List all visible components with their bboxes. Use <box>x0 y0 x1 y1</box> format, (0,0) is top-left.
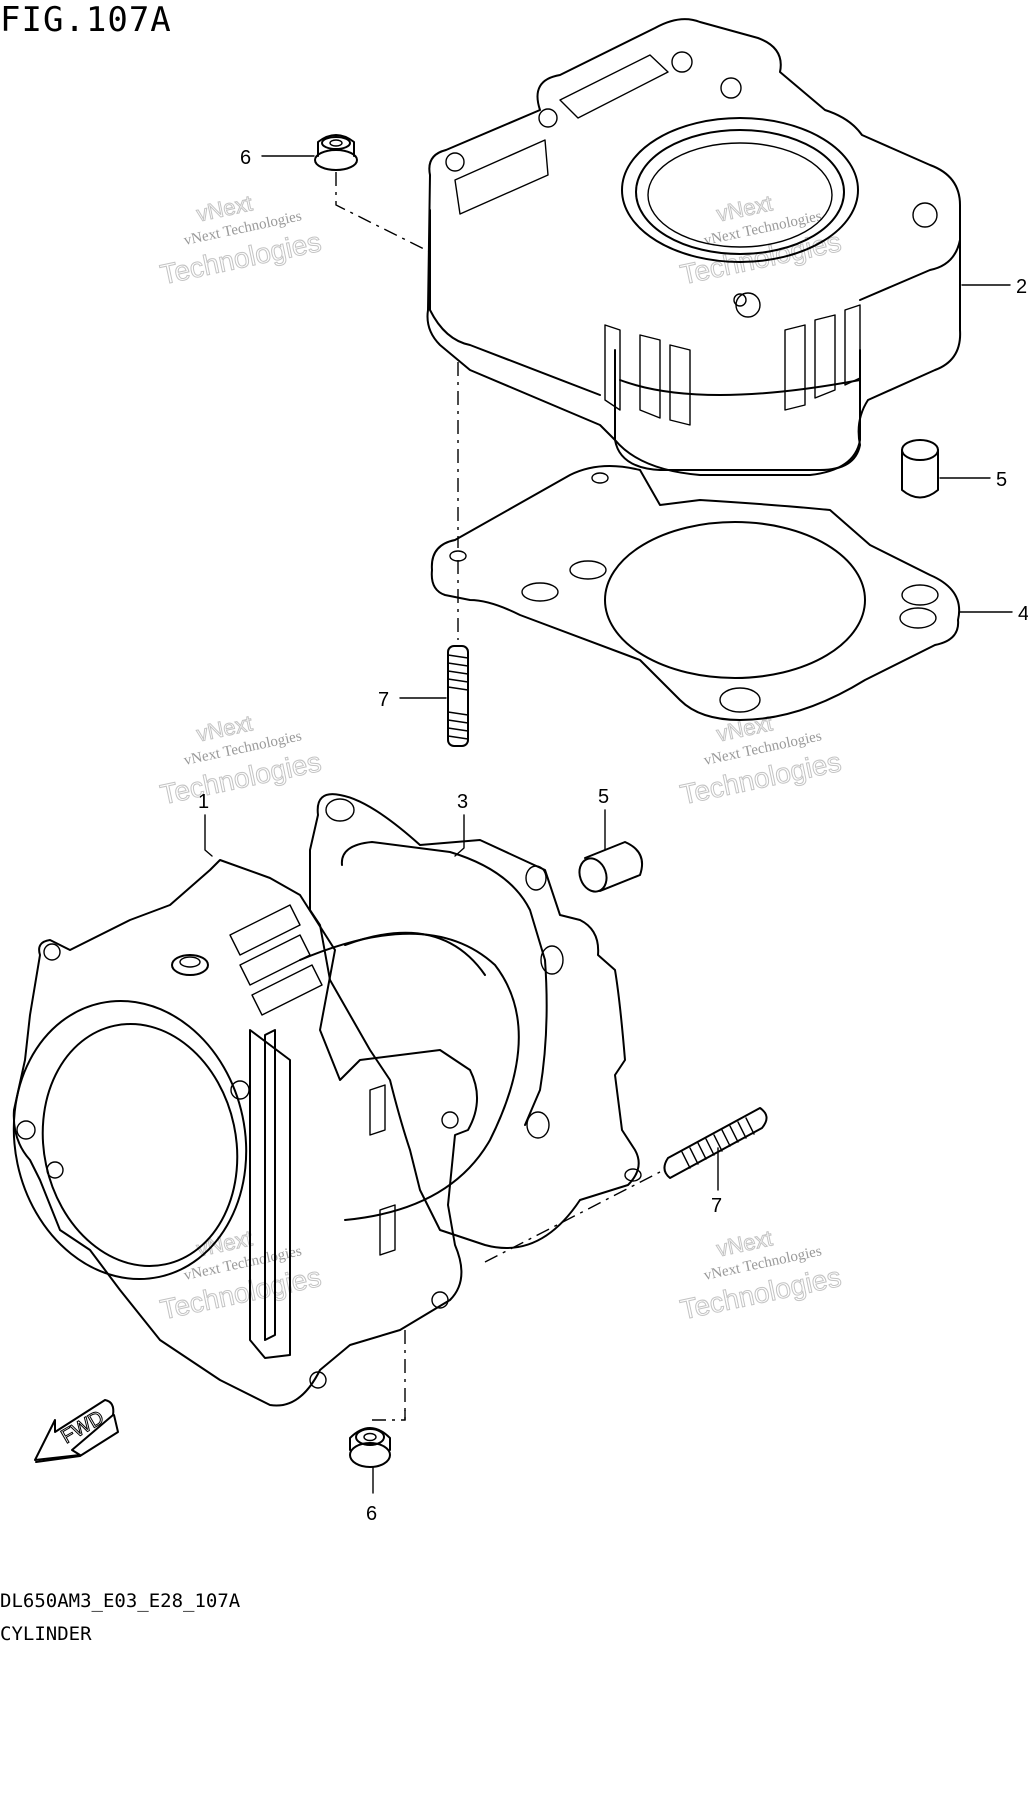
fwd-arrow-icon: FWD <box>34 1399 119 1463</box>
stud-bolt-top <box>447 645 469 747</box>
callout-4: 4 <box>1018 603 1028 625</box>
callout-6-bottom: 6 <box>366 1503 377 1525</box>
cylinder-base-gasket-top <box>430 465 961 721</box>
callout-5-right: 5 <box>996 469 1007 491</box>
flange-nut-bottom <box>349 1427 391 1468</box>
dowel-pin-middle <box>578 841 644 893</box>
diagram-code: DL650AM3_E03_E28_107A <box>0 1590 241 1612</box>
callout-6-top: 6 <box>240 147 251 169</box>
callout-7-left: 7 <box>378 689 389 711</box>
callout-7-right: 7 <box>711 1195 722 1217</box>
callout-2: 2 <box>1016 276 1027 298</box>
leader-line <box>204 814 213 857</box>
assembly-line <box>484 1171 661 1263</box>
assembly-line <box>370 1410 406 1421</box>
figure-title: FIG.107A <box>0 0 172 40</box>
assembly-line <box>335 172 431 253</box>
part-name: CYLINDER <box>0 1623 92 1645</box>
stud-bolt-bottom <box>663 1107 768 1179</box>
callout-3: 3 <box>457 791 468 813</box>
dowel-pin-right <box>901 439 939 499</box>
callout-5-mid: 5 <box>598 786 609 808</box>
watermark-group: vNext vNext Technologies Technologies vN… <box>157 190 844 1326</box>
leader-line <box>454 814 465 857</box>
cylinder-block-top <box>426 18 962 476</box>
cylinder-block-side <box>12 859 520 1407</box>
cylinder-base-gasket-bottom <box>309 793 642 1249</box>
callout-1: 1 <box>198 791 209 813</box>
flange-nut-top <box>314 134 358 171</box>
